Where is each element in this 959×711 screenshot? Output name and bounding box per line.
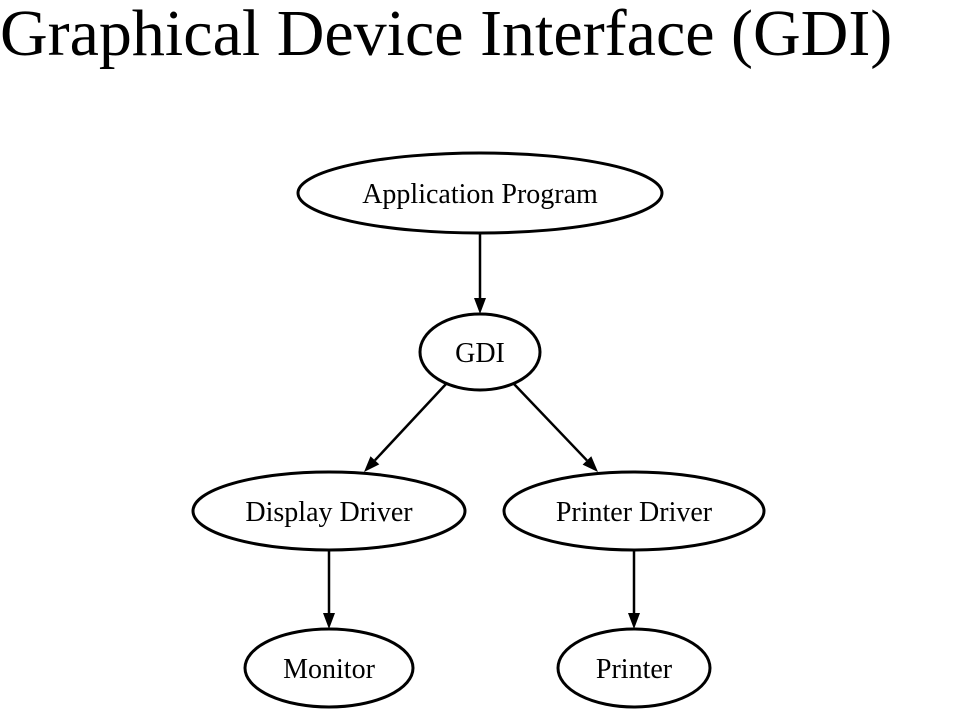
- node-printer: Printer: [556, 627, 712, 709]
- edge-display-to-monitor: [323, 550, 335, 629]
- node-label: Printer: [596, 654, 673, 685]
- node-ellipse: [191, 470, 467, 552]
- edge-app-to-gdi: [474, 233, 486, 314]
- arrowhead-icon: [364, 456, 380, 472]
- node-app: Application Program: [296, 151, 664, 235]
- node-ellipse: [502, 470, 766, 552]
- arrowhead-icon: [582, 456, 598, 472]
- node-monitor: Monitor: [243, 627, 415, 709]
- edge-printerdrv-to-printer: [628, 550, 640, 629]
- node-label: Monitor: [283, 654, 375, 685]
- node-ellipse: [296, 151, 664, 235]
- edge-gdi-to-display: [364, 383, 447, 472]
- node-printerdrv: Printer Driver: [502, 470, 766, 552]
- arrowhead-icon: [474, 298, 486, 314]
- node-label: Application Program: [362, 179, 598, 210]
- node-ellipse: [418, 312, 542, 392]
- edge-gdi-to-printerdrv: [513, 383, 598, 472]
- node-label: Display Driver: [245, 497, 413, 528]
- arrowhead-icon: [628, 613, 640, 629]
- arrowhead-icon: [323, 613, 335, 629]
- node-display: Display Driver: [191, 470, 467, 552]
- node-label: Printer Driver: [556, 497, 713, 528]
- edge-line: [513, 383, 588, 462]
- edges-layer: [323, 233, 640, 629]
- page-title: Graphical Device Interface (GDI): [0, 0, 893, 70]
- node-label: GDI: [455, 338, 505, 369]
- edge-line: [373, 383, 447, 462]
- node-gdi: GDI: [418, 312, 542, 392]
- node-ellipse: [243, 627, 415, 709]
- node-ellipse: [556, 627, 712, 709]
